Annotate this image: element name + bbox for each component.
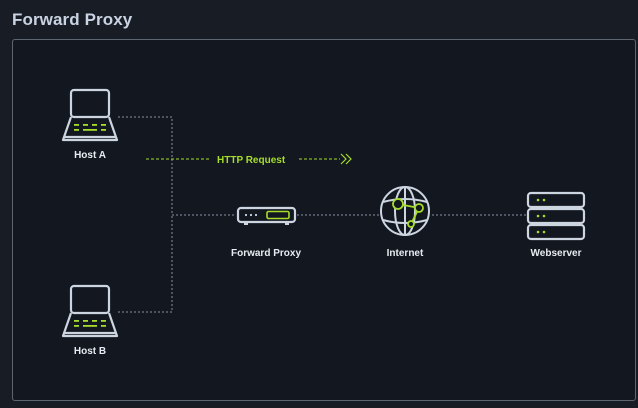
server-rack-icon [526, 191, 586, 241]
diagram-panel [12, 39, 636, 401]
internet-label: Internet [387, 248, 424, 259]
internet-node: Internet [380, 186, 430, 259]
laptop-icon [61, 284, 119, 338]
host-b-node: Host B [61, 284, 119, 357]
host-a-label: Host A [74, 150, 106, 161]
arrow-head-icon [340, 153, 352, 165]
connectors [118, 116, 527, 313]
keyboard-keys [74, 320, 106, 327]
network-path-icon [392, 198, 424, 228]
webserver-label: Webserver [531, 248, 582, 259]
http-request-label: HTTP Request [217, 155, 286, 166]
page-title: Forward Proxy [12, 10, 133, 29]
connector-host-a [118, 116, 173, 215]
host-b-label: Host B [74, 346, 106, 357]
host-a-node: Host A [61, 88, 119, 161]
connector-host-b [118, 215, 173, 313]
laptop-icon [61, 88, 119, 142]
proxy-device-icon [236, 206, 297, 225]
globe-icon [380, 186, 430, 236]
proxy-node: Forward Proxy [231, 206, 301, 259]
proxy-label: Forward Proxy [231, 248, 301, 259]
http-request-arrow: HTTP Request [146, 153, 352, 166]
webserver-node: Webserver [526, 191, 586, 259]
keyboard-keys [74, 124, 106, 131]
